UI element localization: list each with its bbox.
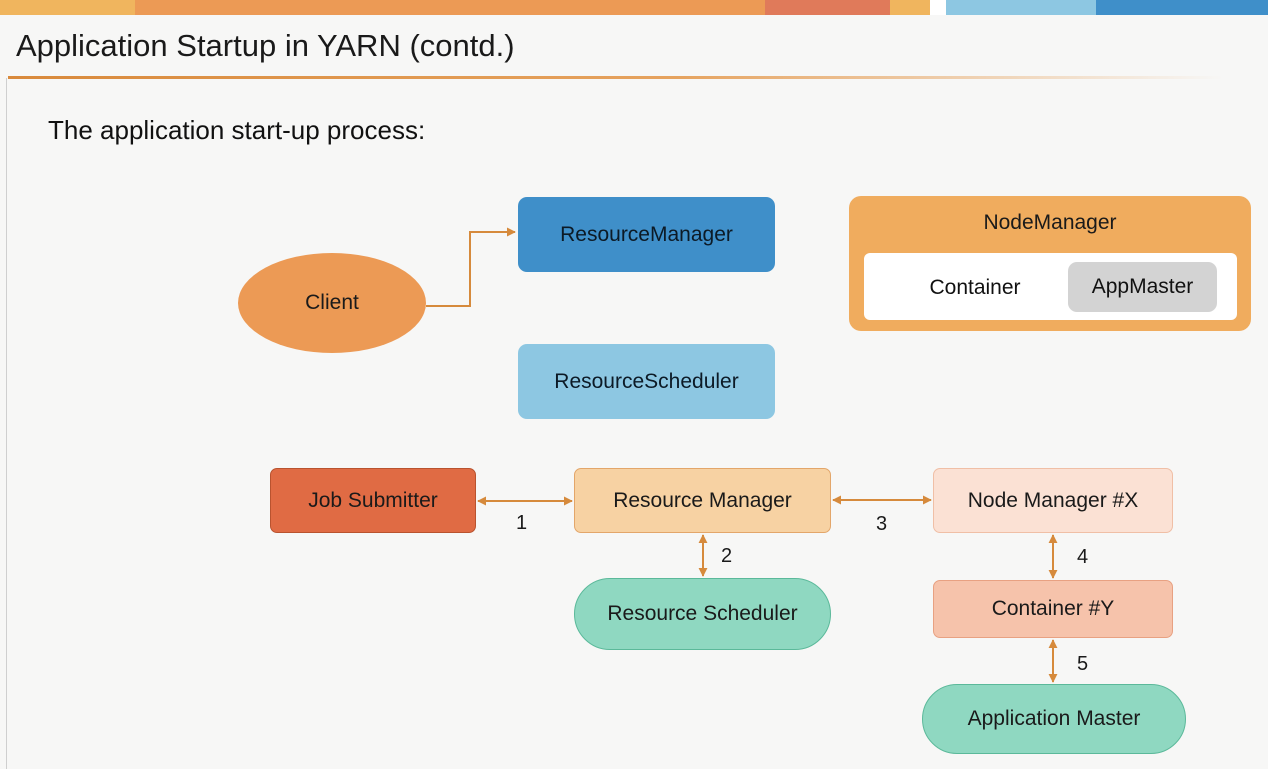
top-color-bar [0,0,1268,15]
step-label-2: 2 [721,545,733,567]
title-divider [8,76,1223,79]
container-box: Container #Y [933,580,1173,638]
resource-manager-box: Resource Manager [574,468,831,533]
step-label-4: 4 [1077,546,1089,568]
job-submitter-box: Job Submitter [270,468,476,533]
legend-resource-scheduler: ResourceScheduler [518,344,775,419]
legend-resource-manager: ResourceManager [518,197,775,272]
page-title: Application Startup in YARN (contd.) [16,28,515,63]
step-label-1: 1 [516,512,528,534]
legend-client: Client [238,253,426,353]
client-to-rm-arrow [426,227,516,307]
resource-scheduler-box: Resource Scheduler [574,578,831,650]
legend-app-master: AppMaster [1068,262,1217,312]
step-label-5: 5 [1077,653,1089,675]
slide-subtitle: The application start-up process: [48,115,426,145]
legend-node-manager-title: NodeManager [983,211,1117,234]
step-label-3: 3 [876,513,888,535]
slide-left-edge [6,78,7,769]
application-master-box: Application Master [922,684,1186,754]
legend-container: Container [929,276,1021,299]
node-manager-box: Node Manager #X [933,468,1173,533]
